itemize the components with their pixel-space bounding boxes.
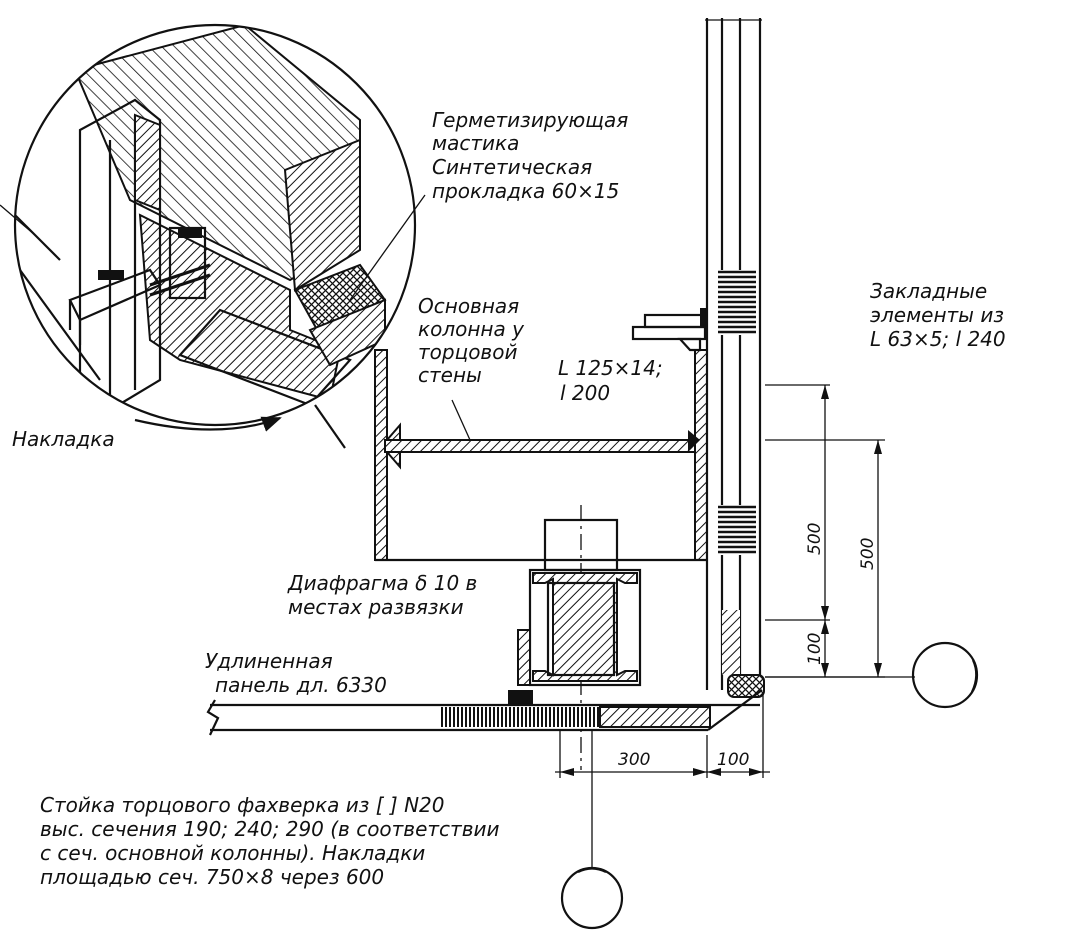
label-diaphragm-1: Диафрагма δ 10 в [287, 571, 477, 595]
label-gasket: Синтетическая [432, 155, 592, 179]
label-sealant: Герметизирующая [432, 108, 628, 132]
overlay-arrow [134, 416, 282, 432]
main-column-section [374, 349, 708, 562]
label-diaphragm-2: местах развязки [288, 595, 464, 619]
axis-bubble-bottom [560, 730, 624, 930]
angle-bracket [631, 308, 708, 352]
sealant-leader [349, 194, 426, 301]
dim-500-a: 500 [805, 523, 825, 555]
end-wall-panel [705, 18, 765, 698]
label-angle-2: l 200 [560, 381, 610, 405]
label-main-column-1: Основная [418, 294, 519, 318]
detail-left-leader [0, 204, 36, 236]
dim-500-b: 500 [858, 538, 878, 570]
dim-300: 300 [618, 750, 650, 770]
main-column-leader [451, 399, 471, 441]
label-embedded-3: L 63×5; l 240 [870, 327, 1006, 351]
dim-100-horizontal: 100 [717, 750, 749, 770]
label-main-column-3: торцовой [418, 340, 517, 364]
label-main-column-2: колонна у [418, 317, 525, 341]
label-embedded-2: элементы из [870, 303, 1004, 327]
label-gasket-2: прокладка 60×15 [432, 179, 619, 203]
label-embedded-1: Закладные [870, 279, 987, 303]
label-sealant-2: мастика [432, 131, 519, 155]
detail-circle [13, 23, 417, 427]
label-panel-2: панель дл. 6330 [215, 673, 387, 697]
detail-pointer [314, 404, 346, 449]
extended-panel [206, 689, 763, 736]
label-angle-1: L 125×14; [558, 356, 663, 380]
label-main-column-4: стены [418, 363, 482, 387]
note-line-2: выс. сечения 190; 240; 290 (в соответств… [40, 817, 499, 841]
axis-bubble-right [765, 641, 979, 709]
fachwerk-stand [508, 505, 642, 770]
note-line-3: с сеч. основной колонны). Накладки [40, 841, 425, 865]
note-line-1: Стойка торцового фахверка из [ ] N20 [40, 793, 445, 817]
note-line-4: площадью сеч. 750×8 через 600 [40, 865, 384, 889]
label-panel-1: Удлиненная [205, 649, 333, 673]
dim-100-vertical: 100 [805, 633, 825, 665]
label-overlay: Накладка [12, 427, 115, 451]
labels: Герметизирующая мастика Синтетическая пр… [12, 108, 1006, 889]
